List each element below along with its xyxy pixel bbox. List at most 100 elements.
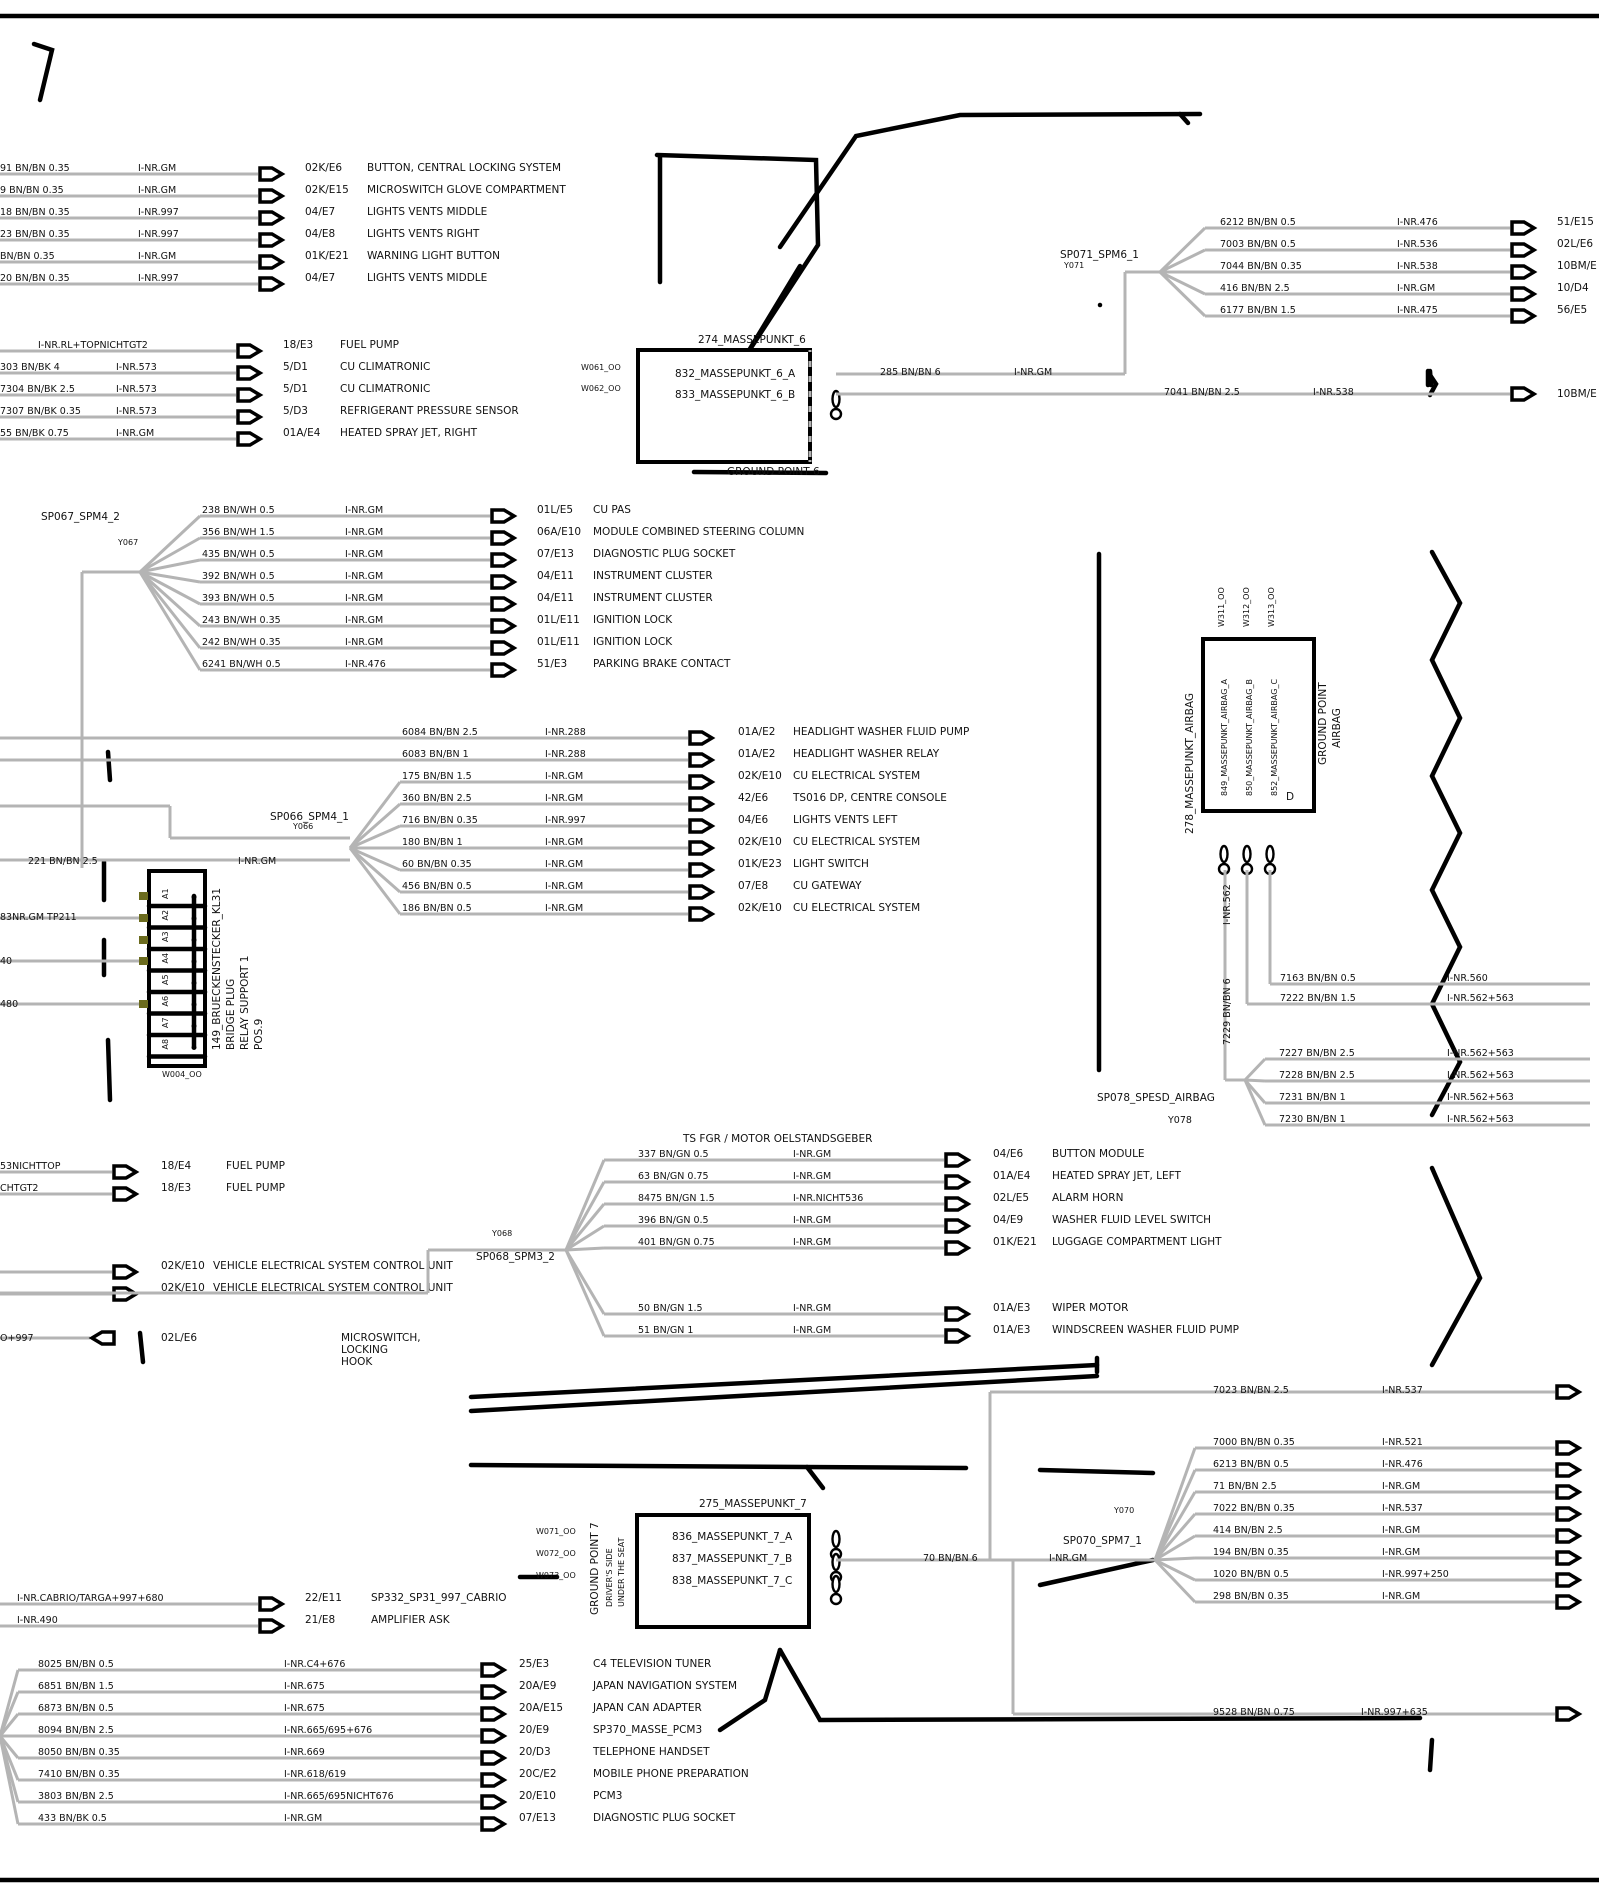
bridge-plug-label: RELAY SUPPORT 1 (239, 956, 251, 1050)
hand-stroke (804, 1464, 826, 1491)
wire-id: 303 BN/BK 4 (0, 362, 60, 373)
wire-id: 433 BN/BK 0.5 (38, 1813, 107, 1824)
bridge-plug-label: 149_BRUECKENSTECKER_KL31 (211, 888, 223, 1050)
wire-id: 7222 BN/BN 1.5 (1280, 993, 1356, 1004)
inr-label: I-NR.562 (1222, 884, 1233, 925)
inr-label: I-NR.538 (1313, 387, 1354, 398)
hand-stroke (717, 1647, 783, 1733)
component-label: ALARM HORN (1052, 1192, 1123, 1204)
wire-id: 53NICHTTOP (0, 1161, 61, 1172)
location-code: 01L/E11 (537, 636, 580, 648)
location-code: 20A/E9 (519, 1680, 556, 1692)
wire-id: 285 BN/BN 6 (880, 367, 941, 378)
wire-id: 360 BN/BN 2.5 (402, 793, 472, 804)
component-label: WIPER MOTOR (1052, 1302, 1128, 1314)
wire-line (1159, 270, 1206, 296)
wire-id: 401 BN/GN 0.75 (638, 1237, 715, 1248)
inr-label: I-NR.573 (116, 362, 157, 373)
location-code: 07/E13 (519, 1812, 556, 1824)
inr-label: I-NR.GM (545, 859, 583, 870)
hand-stroke (1429, 549, 1463, 1118)
wire-line (565, 1224, 605, 1252)
location-code: 01A/E3 (993, 1302, 1030, 1314)
hand-stroke (777, 111, 1203, 250)
connector-arrow-icon (688, 862, 716, 878)
connector-arrow-icon (688, 796, 716, 812)
wire-line (138, 571, 202, 671)
inr-label: I-NR.GM (545, 903, 583, 914)
wire-line (348, 847, 402, 915)
inr-label: I-NR.GM (545, 771, 583, 782)
connector-label: Y067 (117, 538, 138, 547)
connector-arrow-icon (258, 232, 286, 248)
component-label: C4 TELEVISION TUNER (593, 1658, 711, 1670)
ground-point-subtitle: GROUND POINT 6 (727, 466, 820, 478)
inr-label: I-NR.475 (1397, 305, 1438, 316)
connector-label: W004_OO (162, 1070, 202, 1079)
inr-label: I-NR.GM (793, 1215, 831, 1226)
wire-line (349, 846, 401, 894)
inr-label: I-NR.GM (1382, 1591, 1420, 1602)
wire-id: 396 BN/GN 0.5 (638, 1215, 709, 1226)
inr-label: I-NR.GM (138, 163, 176, 174)
location-code: 02L/E6 (161, 1332, 197, 1344)
location-code: 04/E8 (305, 228, 335, 240)
wire-id: 1020 BN/BN 0.5 (1213, 1569, 1289, 1580)
location-code: 01A/E4 (283, 427, 321, 439)
ground-point-title: 275_MASSEPUNKT_7 (699, 1498, 807, 1510)
wire-line (1154, 1534, 1196, 1562)
wire-id: 435 BN/WH 0.5 (202, 549, 275, 560)
inr-label: I-NR.GM (238, 856, 276, 867)
wire-id: 23 BN/BN 0.35 (0, 229, 70, 240)
wire-id: 716 BN/BN 0.35 (402, 815, 478, 826)
wire-id: 6851 BN/BN 1.5 (38, 1681, 114, 1692)
connector-arrow-icon (236, 409, 264, 425)
connector-label: Y070 (1113, 1506, 1134, 1515)
wire-id: 63 BN/GN 0.75 (638, 1171, 709, 1182)
inr-label: I-NR.562+563 (1447, 993, 1514, 1004)
ground-point-6-box (636, 348, 812, 464)
wire-line (1153, 1469, 1197, 1561)
component-label: LOCKING (341, 1344, 388, 1356)
connector-arrow-icon (688, 906, 716, 922)
component-label: PCM3 (593, 1790, 622, 1802)
wire-id: 83NR.GM TP211 (0, 912, 77, 923)
ground-point-line: 850_MASSEPUNKT_AIRBAG_B (1245, 679, 1254, 796)
wire-id: 7228 BN/BN 2.5 (1279, 1070, 1355, 1081)
inr-label: I-NR.GM (1382, 1547, 1420, 1558)
connector-arrow-icon (1510, 386, 1538, 402)
location-code: 01A/E2 (738, 748, 775, 760)
connector-arrow-icon (236, 387, 264, 403)
hand-stroke (777, 1647, 1423, 1723)
inr-label: I-NR.490 (17, 1615, 58, 1626)
wire-line (1243, 1057, 1267, 1082)
connector-arrow-icon (944, 1174, 972, 1190)
ground-point-subtitle: DRIVER'S SIDE (605, 1548, 614, 1607)
inr-label: I-NR.665/695NICHT676 (284, 1791, 394, 1802)
connector-label: W311_OO (1217, 587, 1226, 627)
hand-stroke (31, 41, 55, 103)
connector-arrow-icon (480, 1794, 508, 1810)
ground-point-airbag-box (1201, 637, 1316, 813)
wire-id: 7307 BN/BK 0.35 (0, 406, 81, 417)
component-label: WARNING LIGHT BUTTON (367, 250, 500, 262)
wire-id: BN/BN 0.35 (0, 251, 55, 262)
ground-point-line: 836_MASSEPUNKT_7_A (672, 1531, 793, 1543)
connector-arrow-icon (1555, 1528, 1583, 1544)
ground-point-line: 852_MASSEPUNKT_AIRBAG_C (1270, 679, 1279, 796)
wire-line (1158, 270, 1207, 318)
wire-line (349, 846, 401, 872)
reverse-arrow-icon (88, 1330, 116, 1346)
ground-point-title: 278_MASSEPUNKT_AIRBAG (1184, 693, 1196, 834)
wire-line (1244, 1078, 1266, 1083)
component-label: WINDSCREEN WASHER FLUID PUMP (1052, 1324, 1239, 1336)
inr-label: I-NR.997+250 (1382, 1569, 1449, 1580)
component-label: AMPLIFIER ASK (371, 1614, 451, 1626)
location-code: 5/D3 (283, 405, 308, 417)
component-label: CU ELECTRICAL SYSTEM (793, 770, 920, 782)
connector-arrow-icon (1555, 1594, 1583, 1610)
location-code: 01A/E2 (738, 726, 775, 738)
wire-id: 221 BN/BN 2.5 (28, 856, 98, 867)
inr-label: I-NR.537 (1382, 1385, 1423, 1396)
component-label: IGNITION LOCK (593, 614, 673, 626)
